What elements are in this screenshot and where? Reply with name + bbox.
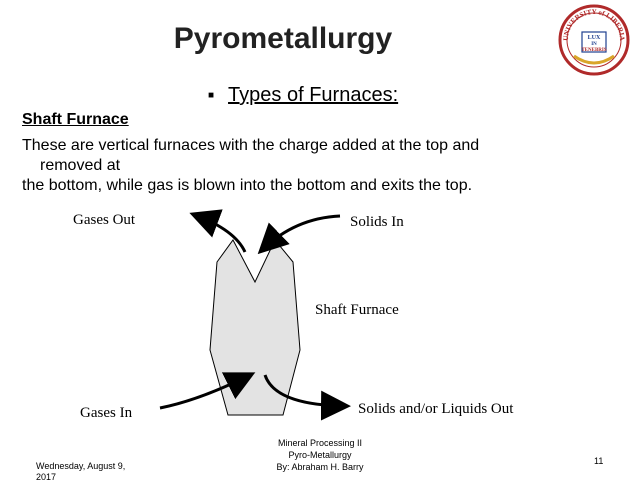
footer-author: By: Abraham H. Barry [276, 462, 364, 472]
page-number: 11 [594, 456, 604, 466]
paragraph-line-3: the bottom, while gas is blown into the … [22, 177, 473, 194]
logo-banner-line3: TENEBRIS [581, 48, 607, 53]
footer-course-info: Mineral Processing II Pyro-Metallurgy By… [265, 437, 375, 473]
furnace-body [209, 239, 301, 416]
slide-title: Pyrometallurgy [173, 22, 393, 55]
solids-in-arrow [257, 214, 341, 255]
logo-banner-line2: IN [591, 42, 597, 47]
footer-course-line1: Mineral Processing II [277, 438, 363, 448]
university-logo: UNIVERSITY of LIBERIA LUX IN TENEBRIS [558, 4, 630, 76]
shaft-furnace-diagram: Gases Out Solids In Shaft Furnace Gases … [73, 209, 514, 421]
solids-out-arrow [263, 374, 351, 421]
bullet-item: ■ Types of Furnaces: [208, 84, 398, 107]
gases-out-arrow [189, 209, 247, 253]
paragraph-line-2: removed at [40, 157, 121, 174]
logo-banner-line1: LUX [588, 35, 601, 41]
label-solids-liquids-out: Solids and/or Liquids Out [358, 401, 514, 417]
label-shaft-furnace: Shaft Furnace [315, 302, 399, 318]
description-paragraph: These are vertical furnaces with the cha… [22, 136, 542, 196]
gases-in-arrow [159, 372, 256, 410]
square-bullet-icon: ■ [208, 90, 215, 102]
label-solids-in: Solids In [350, 214, 404, 230]
label-gases-in: Gases In [80, 405, 133, 421]
footer-date: Wednesday, August 9, 2017 [36, 461, 126, 482]
bullet-text: Types of Furnaces: [228, 84, 399, 106]
subheading: Shaft Furnace [22, 111, 129, 128]
footer-course-line2: Pyro-Metallurgy [288, 450, 352, 460]
label-gases-out: Gases Out [73, 212, 136, 228]
paragraph-line-1: These are vertical furnaces with the cha… [22, 137, 480, 154]
